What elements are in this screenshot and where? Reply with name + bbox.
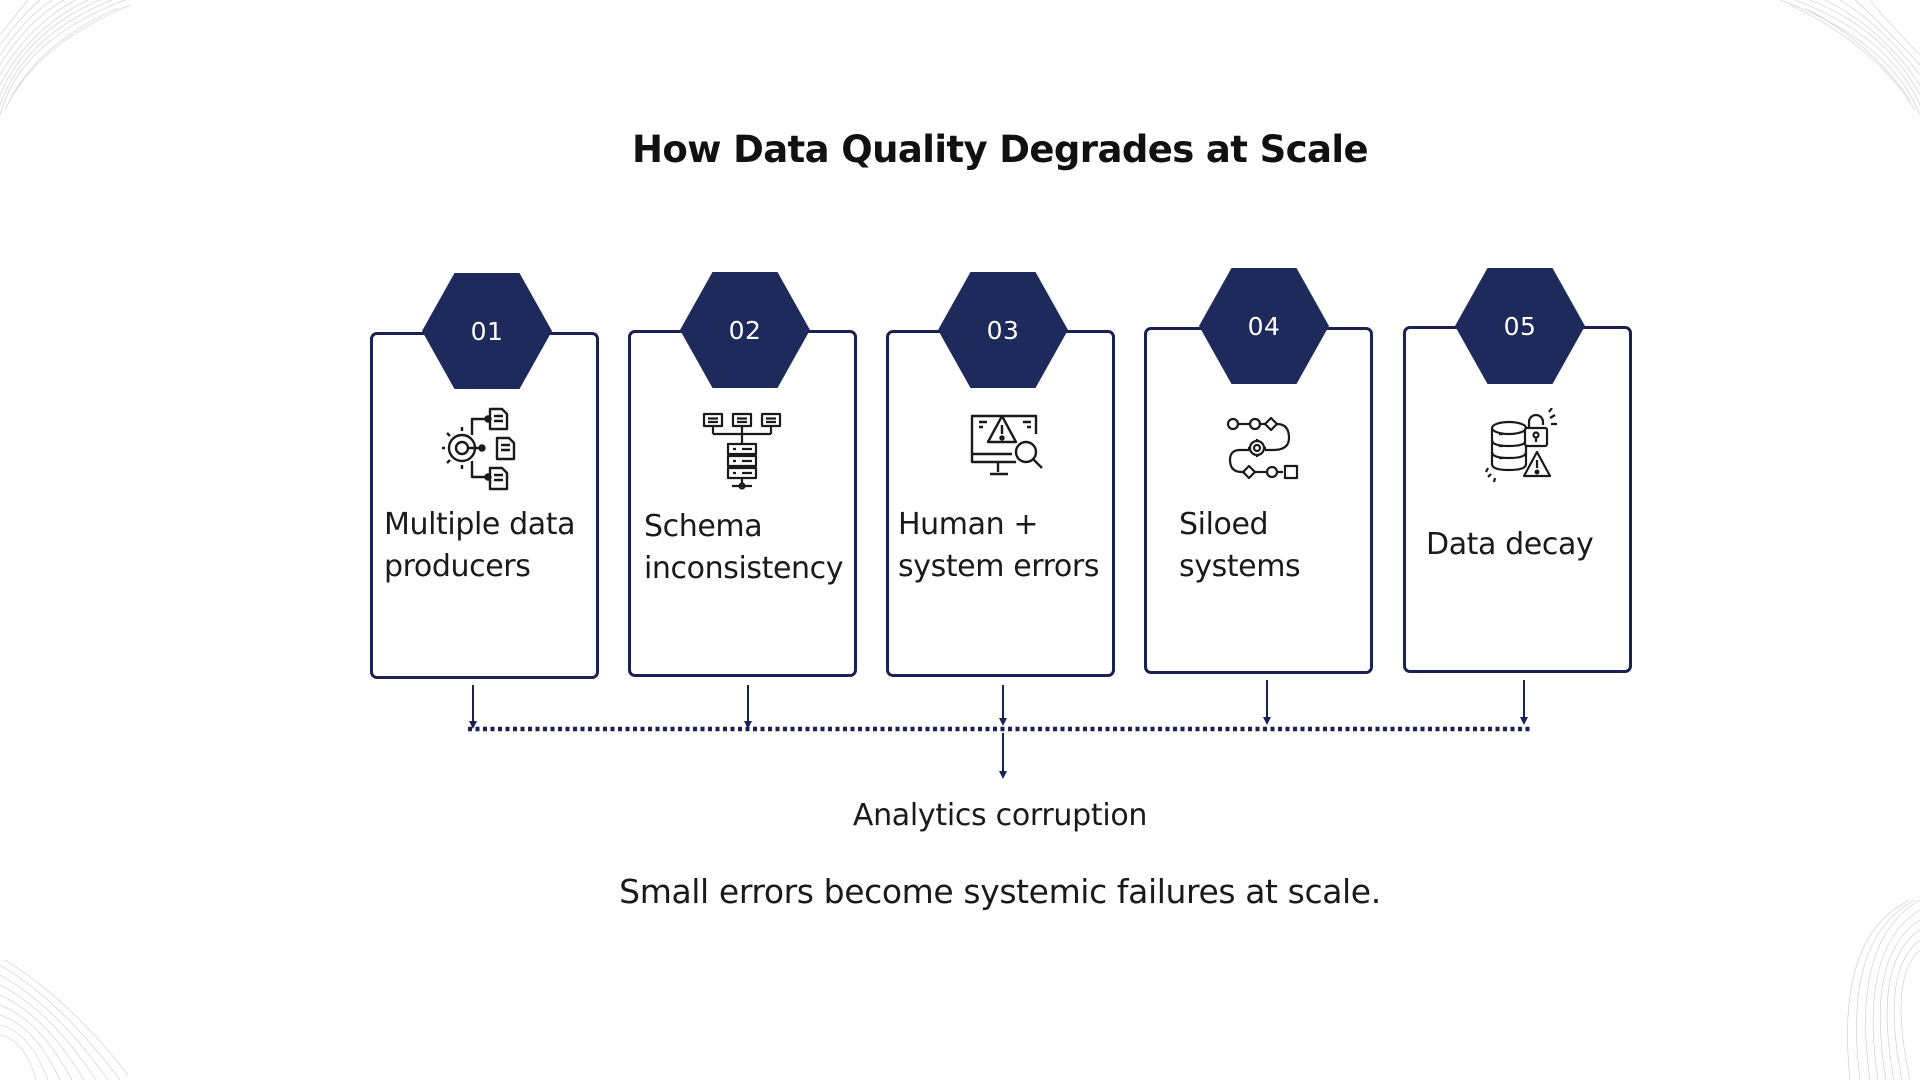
step-label-02: Schema inconsistency [644, 509, 844, 586]
result-label: Analytics corruption [852, 798, 1148, 833]
step-card-04 [1144, 327, 1373, 674]
summary-caption: Small errors become systemic failures at… [619, 872, 1381, 911]
schema-server-icon [702, 412, 782, 490]
workflow-gear-icon [1227, 416, 1299, 480]
database-lock-warning-icon [1485, 408, 1557, 483]
corner-decoration-top-left [0, 0, 131, 116]
step-number-05: 05 [1503, 311, 1537, 341]
diagram-title: How Data Quality Degrades at Scale [632, 128, 1369, 171]
step-number-03: 03 [986, 315, 1020, 345]
step-label-04: Siloed systems [1179, 507, 1301, 584]
step-label-05: Data decay [1426, 527, 1594, 562]
step-number-badge-02: 02 [680, 272, 810, 388]
monitor-warning-icon [970, 414, 1043, 476]
data-producers-icon [442, 407, 516, 491]
step-card-01 [370, 332, 599, 679]
step-label-01: Multiple data producers [384, 507, 576, 584]
corner-decoration-bottom-right [1847, 900, 1920, 1080]
step-number-02: 02 [728, 315, 762, 345]
corner-decoration-top-right [1779, 0, 1920, 116]
step-number-01: 01 [470, 316, 504, 346]
step-number-04: 04 [1247, 311, 1281, 341]
corner-decoration-bottom-left [0, 960, 129, 1080]
step-label-03: Human + system errors [898, 507, 1100, 584]
